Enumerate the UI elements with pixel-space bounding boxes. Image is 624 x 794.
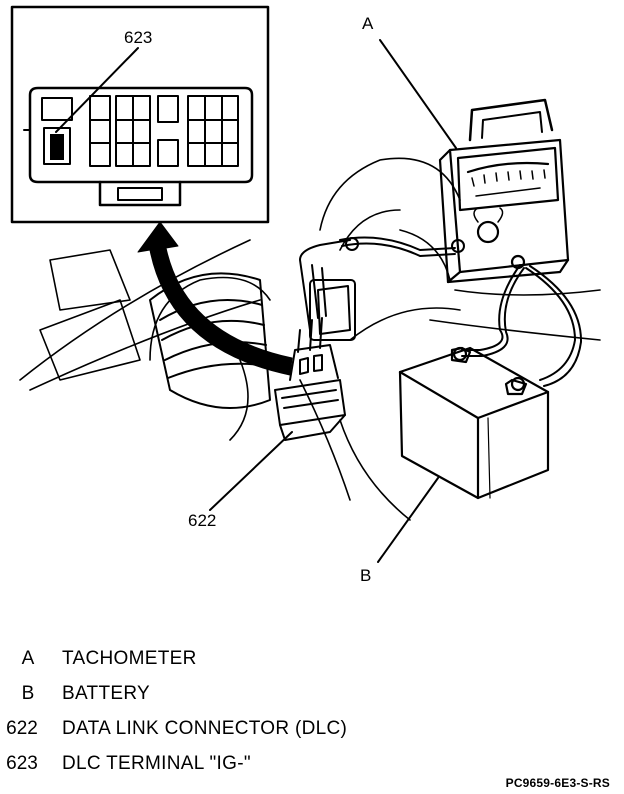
leader-622 <box>209 431 293 511</box>
test-leads <box>339 236 583 387</box>
leader-b <box>377 477 439 563</box>
diagram-illustration <box>10 5 601 563</box>
battery <box>398 346 550 500</box>
legend-key: 623 <box>6 753 38 774</box>
dlc-inset <box>10 5 270 224</box>
detail-arrow <box>137 221 293 376</box>
callout-a-label: A <box>362 14 374 33</box>
callout-623-label: 623 <box>124 28 153 47</box>
ig-terminal-highlight <box>50 134 64 160</box>
figure-id: PC9659-6E3-S-RS <box>505 776 610 790</box>
legend-key: A <box>21 648 35 669</box>
callout-622-label: 622 <box>188 511 217 530</box>
legend-text: DLC TERMINAL "IG-" <box>62 753 251 774</box>
legend-key: B <box>21 683 35 704</box>
callout-b-label: B <box>360 566 372 585</box>
engine-bay-background <box>19 157 601 521</box>
leader-623 <box>55 47 139 133</box>
dlc-connector <box>274 239 356 441</box>
tachometer <box>438 98 570 284</box>
legend-text: DATA LINK CONNECTOR (DLC) <box>62 718 348 739</box>
legend-key: 622 <box>6 718 38 739</box>
legend-text: TACHOMETER <box>62 648 197 669</box>
leader-a <box>379 39 457 149</box>
legend-text: BATTERY <box>62 683 150 704</box>
